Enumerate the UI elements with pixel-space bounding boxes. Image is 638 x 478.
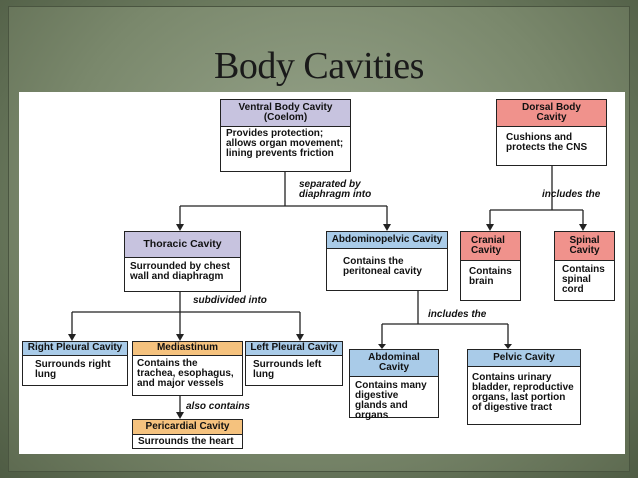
right-pleural-cavity-text: Surrounds right lung bbox=[35, 359, 111, 380]
dorsal-cavity-title: Dorsal Body Cavity bbox=[497, 100, 606, 127]
slide-title: Body Cavities bbox=[214, 45, 424, 87]
arrowhead-left-pleural bbox=[296, 334, 304, 341]
spinal-cavity-title: Spinal Cavity bbox=[555, 232, 614, 261]
spinal-cavity-box: Spinal Cavity Contains spinal cord bbox=[554, 231, 615, 301]
label-includes-dorsal: includes the bbox=[542, 189, 601, 200]
right-pleural-cavity-title: Right Pleural Cavity bbox=[23, 342, 127, 356]
abdominal-cavity-title: Abdominal Cavity bbox=[350, 350, 438, 377]
dorsal-cavity-text: Cushions and protects the CNS bbox=[506, 132, 588, 153]
mediastinum-box: Mediastinum Contains the trachea, esopha… bbox=[132, 341, 243, 396]
arrowhead-pelvic bbox=[504, 344, 512, 349]
arrowhead-right-pleural bbox=[68, 334, 76, 341]
label-also-contains: also contains bbox=[186, 401, 250, 412]
right-pleural-cavity-box: Right Pleural Cavity Surrounds right lun… bbox=[22, 341, 128, 386]
thoracic-cavity-title: Thoracic Cavity bbox=[125, 232, 240, 258]
abdominopelvic-cavity-title: Abdominopelvic Cavity bbox=[327, 232, 447, 249]
thoracic-cavity-box: Thoracic Cavity Surrounded by chest wall… bbox=[124, 231, 241, 292]
arrowhead-mediastinum bbox=[176, 334, 184, 341]
mediastinum-title: Mediastinum bbox=[133, 342, 242, 356]
pericardial-cavity-title: Pericardial Cavity bbox=[133, 420, 242, 435]
ventral-cavity-title: Ventral Body Cavity (Coelom) bbox=[221, 100, 350, 127]
arrowhead-abdominopelvic bbox=[383, 224, 391, 231]
pelvic-cavity-box: Pelvic Cavity Contains urinary bladder, … bbox=[467, 349, 581, 425]
left-pleural-cavity-title: Left Pleural Cavity bbox=[246, 342, 342, 356]
cranial-cavity-title: Cranial Cavity bbox=[461, 232, 520, 261]
mediastinum-text: Contains the trachea, esophagus, and maj… bbox=[137, 358, 234, 389]
left-pleural-cavity-box: Left Pleural Cavity Surrounds left lung bbox=[245, 341, 343, 386]
arrowhead-thoracic bbox=[176, 224, 184, 231]
pelvic-cavity-text: Contains urinary bladder, reproductive o… bbox=[472, 372, 574, 413]
pericardial-cavity-text: Surrounds the heart bbox=[138, 436, 234, 447]
dorsal-cavity-box: Dorsal Body Cavity Cushions and protects… bbox=[496, 99, 607, 166]
pelvic-cavity-title: Pelvic Cavity bbox=[468, 350, 580, 367]
abdominopelvic-cavity-text: Contains the peritoneal cavity bbox=[343, 256, 422, 277]
spinal-cavity-text: Contains spinal cord bbox=[562, 264, 605, 295]
label-includes-abdominopelvic: includes the bbox=[428, 309, 487, 320]
arrowhead-spinal bbox=[579, 224, 587, 231]
pericardial-cavity-box: Pericardial Cavity Surrounds the heart bbox=[132, 419, 243, 449]
ventral-cavity-text: Provides protection; allows organ moveme… bbox=[226, 128, 344, 159]
arrowhead-pericardial bbox=[176, 412, 184, 419]
abdominopelvic-cavity-box: Abdominopelvic Cavity Contains the perit… bbox=[326, 231, 448, 291]
cranial-cavity-box: Cranial Cavity Contains brain bbox=[460, 231, 521, 301]
arrowhead-cranial bbox=[486, 224, 494, 231]
label-separated-by-diaphragm: separated by diaphragm into bbox=[299, 179, 372, 200]
abdominal-cavity-box: Abdominal Cavity Contains many digestive… bbox=[349, 349, 439, 421]
cranial-cavity-text: Contains brain bbox=[469, 266, 512, 287]
arrowhead-abdominal bbox=[378, 344, 386, 349]
abdominal-cavity-text: Contains many digestive glands and organ… bbox=[355, 380, 427, 421]
left-pleural-cavity-text: Surrounds left lung bbox=[253, 359, 322, 380]
thoracic-cavity-text: Surrounded by chest wall and diaphragm bbox=[130, 261, 231, 282]
ventral-cavity-box: Ventral Body Cavity (Coelom) Provides pr… bbox=[220, 99, 351, 172]
label-subdivided-into: subdivided into bbox=[193, 295, 267, 306]
